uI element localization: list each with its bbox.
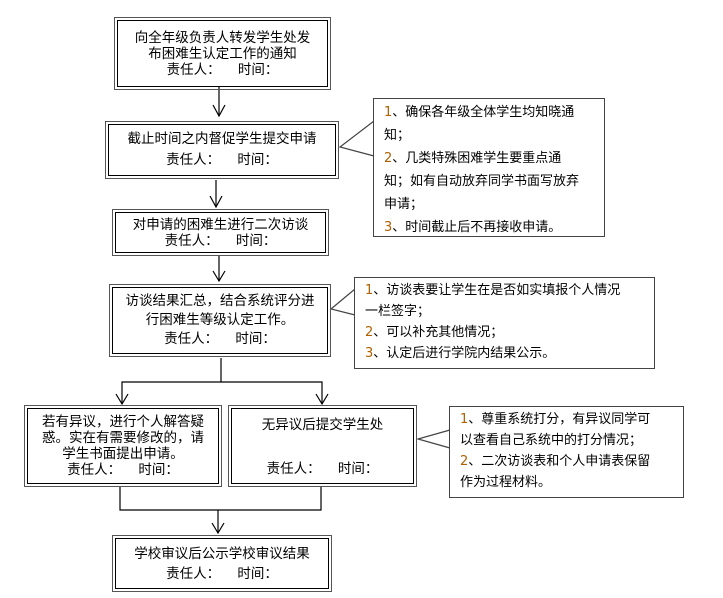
step-text: 学校审议后公示学校审议结果 xyxy=(134,545,310,562)
note-text: 申请； xyxy=(384,197,424,212)
responsible-label: 责任人： xyxy=(166,565,221,582)
note-text: 、访谈表要让学生在是否如实填报个人情况 xyxy=(373,283,621,298)
note-number: 1 xyxy=(460,412,469,427)
note-text: 、时间截止后不再接收申请。 xyxy=(392,220,562,235)
time-label: 时间： xyxy=(237,152,278,168)
responsible-time-row: 责任人： 时间： xyxy=(118,62,327,78)
note-number: 2 xyxy=(460,454,469,469)
note-text: 一栏签字； xyxy=(365,304,431,319)
arrowhead-icon xyxy=(315,393,329,406)
step-no-objection: 无异议后提交学生处 责任人： 时间： xyxy=(228,405,417,487)
note-item: 1、确保各年级全体学生均知晓通 xyxy=(384,101,598,124)
note-number: 1 xyxy=(365,283,374,298)
step-submit: 截止时间之内督促学生提交申请 责任人： 时间： xyxy=(105,121,339,179)
step-text: 行困难生等级认定工作。 xyxy=(145,312,295,328)
note-number: 2 xyxy=(365,325,374,340)
note-text: 、可以补充其他情况； xyxy=(373,325,504,340)
note-item: 2、二次访谈表和个人申请表保留 xyxy=(460,451,677,472)
arrowhead-icon xyxy=(212,104,226,118)
step-interview: 对申请的困难生进行二次访谈 责任人： 时间： xyxy=(112,209,329,256)
step-text: 学生书面提出申请。 xyxy=(62,446,184,462)
note-item: 1、尊重系统打分，有异议同学可 xyxy=(460,409,677,430)
note-item: 2、几类特殊困难学生要重点通 xyxy=(384,147,598,170)
note-text: 知；如有自动放弃同学书面写放弃 xyxy=(384,174,580,189)
connector-objection-merge xyxy=(119,486,322,511)
step-text: 截止时间之内督促学生提交申请 xyxy=(127,131,317,147)
responsible-label: 责任人： xyxy=(166,152,221,168)
note-text: 、确保各年级全体学生均知晓通 xyxy=(392,105,575,120)
arrowhead-icon xyxy=(209,195,223,209)
arrowhead-icon xyxy=(212,270,226,283)
note-number: 3 xyxy=(384,220,393,235)
note-item: 2、可以补充其他情况； xyxy=(365,322,648,343)
responsible-time-row: 责任人： 时间： xyxy=(116,564,328,584)
step-text: 惑。实在有需要修改的，请 xyxy=(42,430,204,446)
callout-no-objection-notes: 1、尊重系统打分，有异议同学可 以查看自己系统中的打分情况； 2、二次访谈表和个… xyxy=(449,406,684,498)
callout-summary-notes: 1、访谈表要让学生在是否如实填报个人情况 一栏签字； 2、可以补充其他情况； 3… xyxy=(354,277,655,369)
responsible-time-row: 责任人： 时间： xyxy=(116,233,325,249)
step-text: 访谈结果汇总，结合系统评分进 xyxy=(125,293,315,309)
time-label: 时间： xyxy=(235,331,276,347)
note-item: 3、时间截止后不再接收申请。 xyxy=(384,216,598,239)
step-notify: 向全年级负责人转发学生处发 布困难生认定工作的通知 责任人： 时间： xyxy=(114,17,331,90)
connector-summary-split-right xyxy=(221,381,323,404)
arrowhead-icon xyxy=(115,393,129,406)
responsible-time-row: 责任人： 时间： xyxy=(109,150,335,171)
responsible-label: 责任人： xyxy=(164,232,219,249)
callout-pointer-summary xyxy=(329,288,356,316)
step-text: 若有异议，进行个人解答疑 xyxy=(42,414,204,430)
time-label: 时间： xyxy=(237,565,278,582)
callout-submit-notes: 1、确保各年级全体学生均知晓通 知； 2、几类特殊困难学生要重点通 知；如有自动… xyxy=(373,98,605,237)
responsible-label: 责任人： xyxy=(166,61,221,78)
note-text: 、尊重系统打分，有异议同学可 xyxy=(468,412,651,427)
responsible-label: 责任人： xyxy=(266,461,321,477)
note-text: 知； xyxy=(384,128,411,143)
time-label: 时间： xyxy=(237,61,279,78)
step-summary: 访谈结果汇总，结合系统评分进 行困难生等级认定工作。 责任人： 时间： xyxy=(109,284,331,357)
note-text: 作为过程材料。 xyxy=(460,475,552,490)
step-text: 无异议后提交学生处 xyxy=(261,417,384,433)
time-label: 时间： xyxy=(337,461,379,477)
connector-summary-split xyxy=(121,358,222,404)
note-text: 、二次访谈表和个人申请表保留 xyxy=(468,454,651,469)
note-text: 以查看自己系统中的打分情况； xyxy=(460,433,643,448)
note-text: 、几类特殊困难学生要重点通 xyxy=(392,151,562,166)
time-label: 时间： xyxy=(138,462,179,478)
callout-pointer-submit xyxy=(338,120,375,157)
step-text: 向全年级负责人转发学生处发 xyxy=(134,29,311,46)
note-number: 3 xyxy=(365,346,374,361)
note-number: 2 xyxy=(384,151,393,166)
step-text: 对申请的困难生进行二次访谈 xyxy=(132,216,309,233)
note-item: 3、认定后进行学院内结果公示。 xyxy=(365,343,648,364)
callout-pointer-no-objection xyxy=(415,429,451,449)
responsible-time-row: 责任人： 时间： xyxy=(232,461,413,477)
note-item: 1、访谈表要让学生在是否如实填报个人情况 xyxy=(365,280,648,301)
responsible-time-row: 责任人： 时间： xyxy=(113,330,327,349)
note-text: 、认定后进行学院内结果公示。 xyxy=(373,346,556,361)
step-objection: 若有异议，进行个人解答疑 惑。实在有需要修改的，请 学生书面提出申请。 责任人：… xyxy=(24,405,222,487)
responsible-label: 责任人： xyxy=(164,331,219,347)
step-text: 布困难生认定工作的通知 xyxy=(148,45,297,62)
note-number: 1 xyxy=(384,105,393,120)
responsible-time-row: 责任人： 时间： xyxy=(28,462,218,478)
arrowhead-icon xyxy=(211,522,225,535)
step-school-review: 学校审议后公示学校审议结果 责任人： 时间： xyxy=(112,535,332,592)
responsible-label: 责任人： xyxy=(67,462,122,478)
time-label: 时间： xyxy=(235,232,277,249)
